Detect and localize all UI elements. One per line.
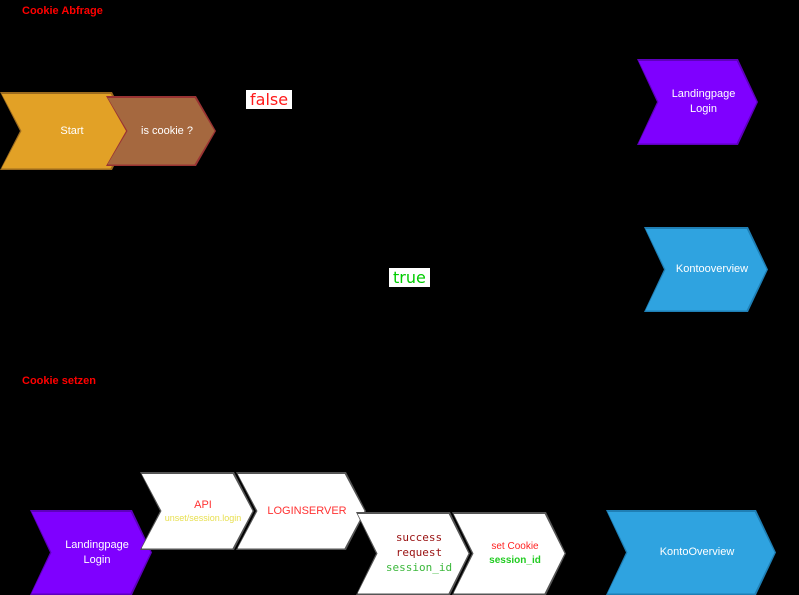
api-subtitle: unset/session.login [164,513,242,524]
flow-step-label: is cookie ? [141,124,193,137]
section-heading-cookie-query: Cookie Abfrage [22,5,103,17]
flow-step-label: Landingpage Login [637,59,758,145]
session-id-label: session_id [489,554,541,566]
label-line: Landingpage [65,538,129,551]
label-line: success [395,531,443,545]
flow-step-label: API unset/session.login [140,472,254,550]
branch-label-false: false [246,90,293,109]
flow-step-start: Start [0,92,132,170]
session-id-label: session_id [385,560,453,574]
flow-step-set-cookie: set Cookie session_id [452,512,566,595]
flow-step-api: API unset/session.login [140,472,254,550]
flow-step-label: Landingpage Login [30,510,152,595]
flow-step-loginserver: LOGINSERVER [236,472,366,550]
flow-step-success-request: success request session_id [356,512,470,595]
branch-label-true: true [389,268,430,287]
set-cookie-label: set Cookie [491,541,539,552]
flow-step-label: set Cookie session_id [452,512,566,595]
label-line: Login [690,103,717,115]
section-heading-cookie-set: Cookie setzen [22,375,96,387]
flow-step-is-cookie: is cookie ? [106,96,216,166]
flow-step-landingpage-login-bottom: Landingpage Login [30,510,152,595]
label-line: Landingpage [671,88,736,101]
label-line: Login [83,553,111,566]
label-line: request [395,546,443,560]
flow-step-label: Start [60,124,84,137]
api-title: API [194,498,212,511]
flow-step-kontooverview-top: Kontooverview [644,227,768,312]
chevron-fill [238,474,365,549]
flow-step-label: Kontooverview [675,263,749,276]
chevron-fill [2,94,131,169]
flow-step-label: LOGINSERVER [267,504,347,517]
chevron-fill [646,229,767,311]
flow-step-kontooverview-bottom: KontoOverview [606,510,776,595]
flow-step-label: success request session_id [356,512,470,595]
flow-step-landingpage-login-top: Landingpage Login [637,59,758,145]
flow-step-label: KontoOverview [659,546,735,559]
chevron-fill [608,512,775,594]
